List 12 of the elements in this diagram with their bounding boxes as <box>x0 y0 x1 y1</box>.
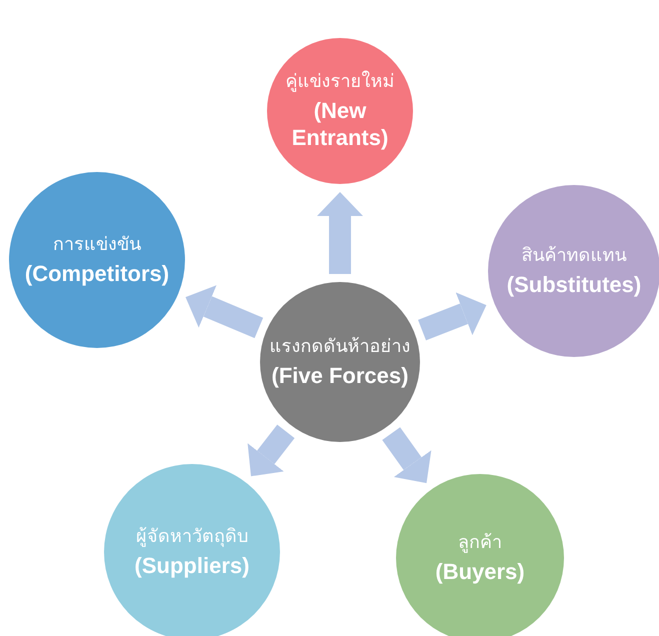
english-label: (Five Forces) <box>272 362 408 389</box>
english-label: (Competitors) <box>24 260 170 287</box>
thai-label: การแข่งขัน <box>53 233 141 256</box>
thai-label: สินค้าทดแทน <box>522 244 626 266</box>
english-label: (Substitutes) <box>506 270 642 298</box>
english-label: (Buyers) <box>435 558 525 585</box>
thai-label: ผู้จัดหาวัตถุดิบ <box>136 525 248 548</box>
english-label: (New Entrants) <box>290 96 390 152</box>
thai-label: แรงกดดันห้าอย่าง <box>270 335 410 358</box>
thai-label: คู่แข่งรายใหม่ <box>286 70 394 93</box>
thai-label: ลูกค้า <box>458 531 502 554</box>
english-label: (Suppliers) <box>134 552 250 579</box>
